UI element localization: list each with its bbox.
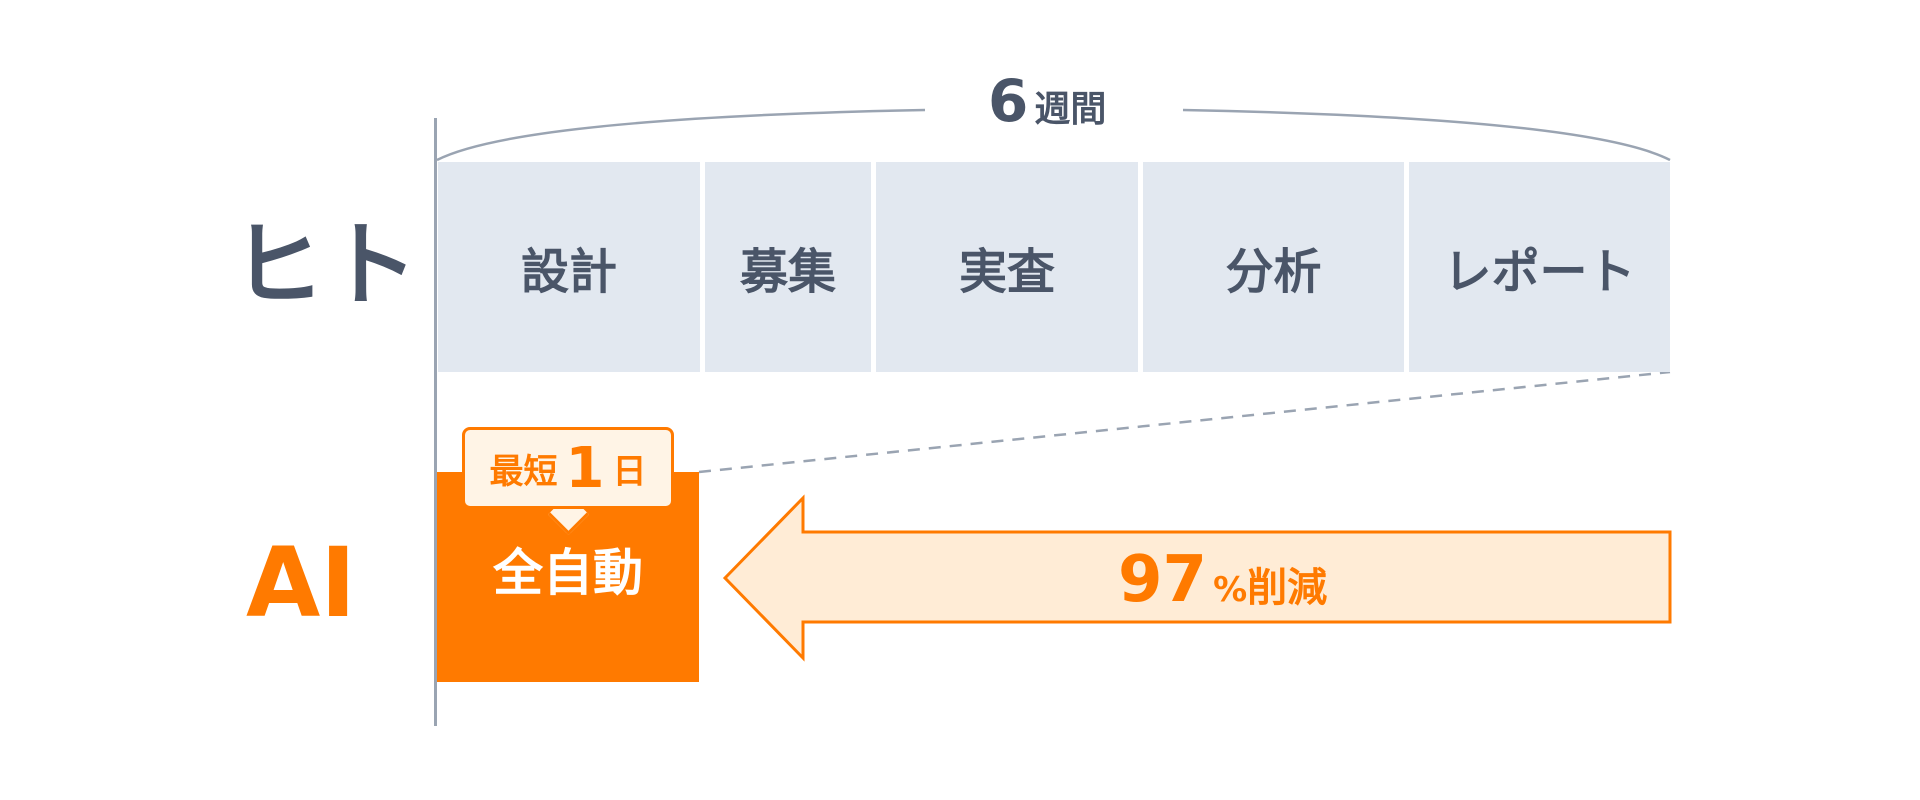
reduction-label: 97%削減 [1118,548,1327,612]
duration-brace-right [1182,108,1671,162]
reduction-percent: % [1213,570,1248,610]
duration-brace-left [436,108,926,162]
stage-analysis: 分析 [1143,162,1404,372]
duration-unit: 週間 [1034,89,1107,130]
stage-fieldwork: 実査 [876,162,1138,372]
human-row-label: ヒト [232,212,421,319]
callout-unit: 日 [612,451,647,492]
stage-report: レポート [1409,162,1670,372]
projection-dashed-line [698,370,1671,474]
ai-row-label: AI [246,527,357,639]
ai-process-label: 全自動 [493,544,643,602]
timeline-axis [434,118,437,726]
duration-value: 6 [988,67,1029,135]
reduction-text: 削減 [1247,565,1328,611]
stage-recruit: 募集 [705,162,871,372]
callout-value: 1 [565,435,605,501]
reduction-value: 97 [1118,543,1208,617]
reduction-arrow [722,494,1672,662]
callout-prefix: 最短 [489,451,558,492]
stage-design: 設計 [438,162,700,372]
